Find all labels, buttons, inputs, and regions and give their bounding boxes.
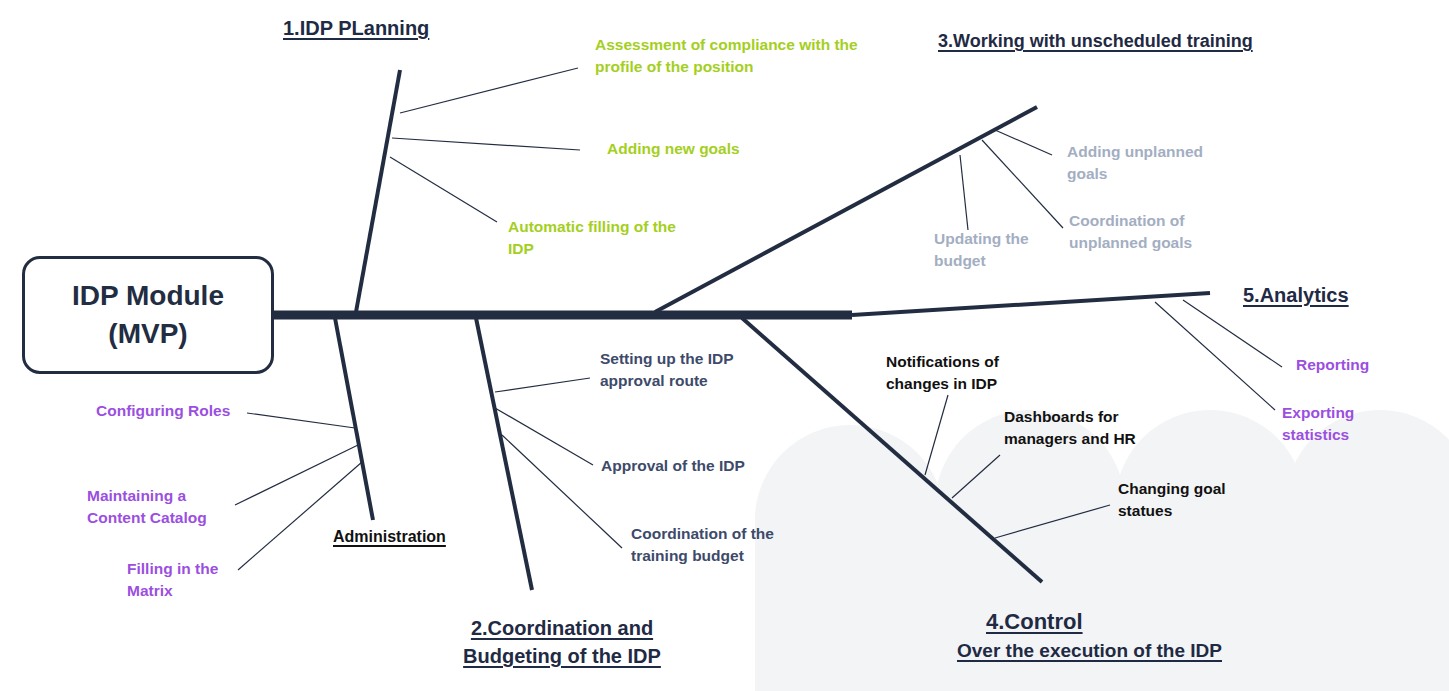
cause-item: Approval of the IDP [601,455,801,477]
cause-item: Notifications of changes in IDP [886,351,1026,395]
cause-item: Assessment of compliance with the profil… [595,34,895,78]
cause-item: Setting up the IDP approval route [600,348,760,392]
cause-item: Maintaining a Content Catalog [87,485,227,529]
branch-heading: Administration [333,526,483,548]
cause-item: Coordination of unplanned goals [1069,210,1219,254]
cause-item: Reporting [1296,354,1416,376]
branch-subheading: Over the execution of the IDP [957,637,1277,664]
cause-item: Adding new goals [607,138,807,160]
background-decoration [755,410,1449,691]
branch-heading: 1.IDP PLanning [283,14,463,42]
cause-item: Automatic filling of the IDP [508,216,678,260]
cause-item: Coordination of the training budget [631,523,806,567]
cause-item: Adding unplanned goals [1067,141,1217,185]
branch-heading: 2.Coordination and Budgeting of the IDP [447,614,677,670]
cause-item: Filling in the Matrix [127,558,237,602]
cause-item: Configuring Roles [96,400,256,422]
branch-heading: 3.Working with unscheduled training [938,29,1298,54]
head-box: IDP Module (MVP) [22,256,274,374]
head-title: IDP Module (MVP) [68,277,228,353]
cause-item: Exporting statistics [1282,402,1382,446]
cause-item: Updating the budget [934,228,1059,272]
cause-item: Changing goal statues [1118,478,1233,522]
branch-heading: 4.Control [986,606,1136,637]
cause-item: Dashboards for managers and HR [1004,406,1144,450]
branch-heading: 5.Analytics [1243,281,1393,309]
